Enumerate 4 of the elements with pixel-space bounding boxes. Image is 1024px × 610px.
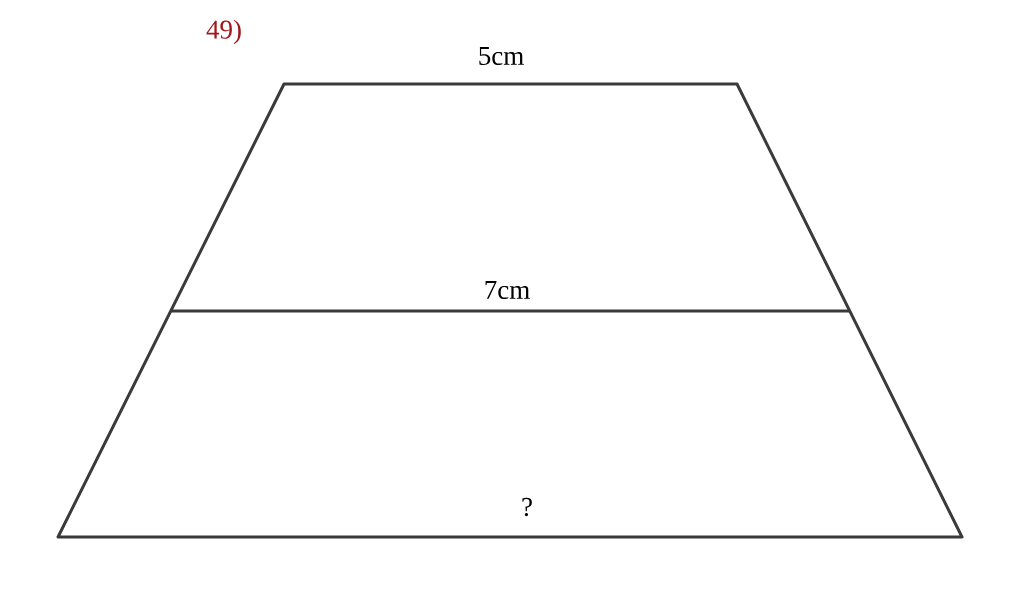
dimension-label: 5cm bbox=[479, 47, 524, 65]
unknown-label: ? bbox=[522, 497, 532, 517]
problem-number: 49) bbox=[206, 19, 241, 45]
dimension-label: 7cm bbox=[485, 281, 530, 299]
